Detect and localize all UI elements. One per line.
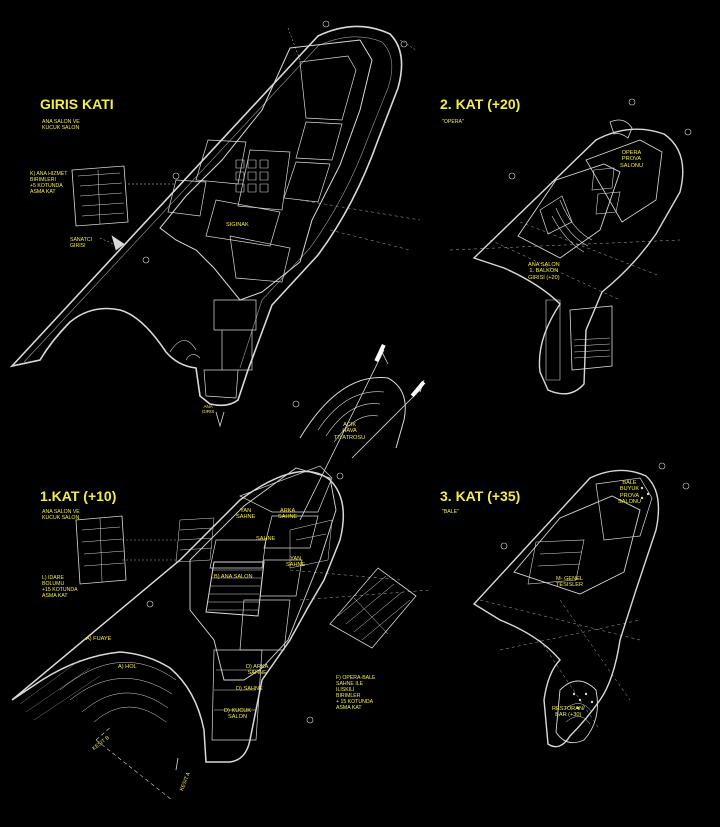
balcony-entrance-label: ANA SALON 1. BALKON GIRISI (+20) xyxy=(528,262,560,281)
side-stage-left-label: YAN SAHNE xyxy=(236,508,256,521)
first-floor-subtitle: ANA SALON VE KUCUK SALON xyxy=(42,509,80,521)
shelter-label: SIGINAK xyxy=(226,222,249,228)
third-floor-subtitle: "BALE" xyxy=(442,509,459,515)
small-hall-label: D) KUCUK SALON xyxy=(224,708,252,721)
lobby-label: A) HOL xyxy=(118,664,137,670)
third-floor-title: 3. KAT (+35) xyxy=(440,488,521,504)
ballet-rehearsal-label: BALE BUYUK PROVA SALONU xyxy=(618,480,642,506)
small-back-stage-label: D) ARKA SAHNE xyxy=(246,664,269,677)
stage-label: SAHNE xyxy=(256,536,276,542)
main-entrance-label: ANA GIRIS xyxy=(202,404,215,415)
admin-section-label: L) IDARE BOLUMU +15 KOTUNDA ASMA KAT xyxy=(42,575,78,599)
second-floor-title: 2. KAT (+20) xyxy=(440,96,521,112)
small-stage-label: D) SAHNE xyxy=(236,686,263,692)
back-stage-label: ARKA SAHNE xyxy=(278,508,298,521)
ground-floor-plan xyxy=(9,20,421,428)
opera-rehearsal-label: OPERA PROVA SALONU xyxy=(620,150,644,169)
second-floor-plan xyxy=(449,98,692,395)
first-floor-title: 1.KAT (+10) xyxy=(40,488,117,504)
third-floor-plan xyxy=(472,462,690,748)
first-floor-plan xyxy=(11,343,431,801)
open-air-theatre-label: ACIK HAVA TIYATROSU xyxy=(334,422,366,441)
opera-ballet-units-label: F) OPERA-BALE SAHNE ILE ILISKILI BIRIMLE… xyxy=(336,675,376,711)
second-floor-subtitle: "OPERA" xyxy=(442,119,464,125)
ground-floor-subtitle: ANA SALON VE KUCUK SALON xyxy=(42,119,80,131)
ground-floor-title: GIRIS KATI xyxy=(40,96,114,112)
foyer-label: A) FUAYE xyxy=(86,636,112,642)
artist-entrance-label: SANATCI GIRISI xyxy=(70,237,93,249)
service-units-label: K) ANA HIZMET BIRIMLERI +5 KOTUNDA ASMA … xyxy=(30,171,68,195)
general-facilities-label: M- GENEL TESISLER xyxy=(556,576,584,589)
restaurant-bar-label: RESTORAN/ BAR (+30) xyxy=(552,706,585,719)
main-hall-label: B) ANA SALON xyxy=(214,574,253,580)
side-stage-right-label: YAN SAHNE xyxy=(286,556,306,569)
